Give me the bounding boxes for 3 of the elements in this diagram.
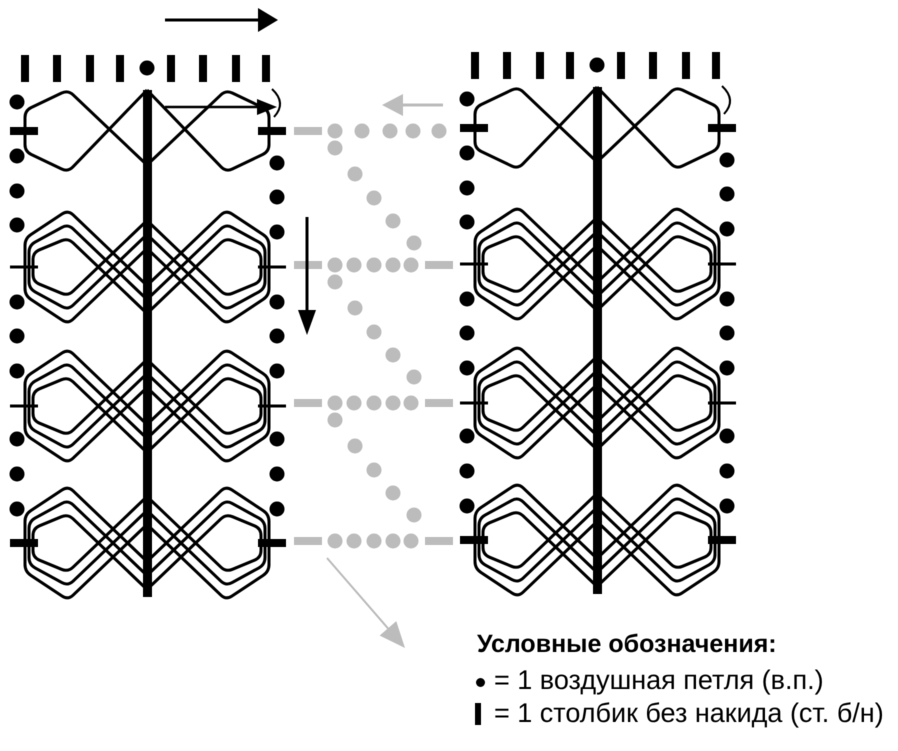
legend-text: = 1 воздушная петля (в.п.) (494, 664, 824, 696)
legend-text: = 1 столбик без накида (ст. б/н) (494, 697, 884, 730)
legend-title: Условные обозначения: (477, 629, 777, 659)
